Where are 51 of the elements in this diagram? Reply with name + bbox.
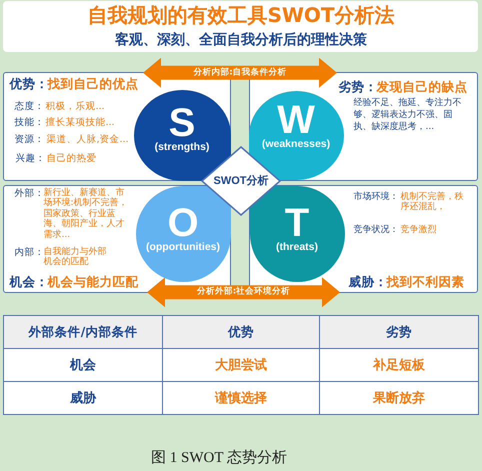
english-term: (opportunities) [146, 241, 220, 254]
field-value: 积极，乐观... [46, 100, 105, 112]
table-cell: 谨慎选择 [162, 381, 320, 415]
center-label: SWOT分析 [214, 174, 268, 188]
english-term: (threats) [276, 241, 318, 254]
initial-letter: S [168, 104, 196, 140]
edge-label: 分析内部:自我条件分析 [193, 67, 287, 78]
subtitle: 客观、深刻、全面自我分析后的理性决策 [115, 31, 367, 49]
title: 自我规划的有效工具SWOT分析法 [87, 3, 395, 27]
field-value: 擅长某项技能... [46, 116, 115, 128]
field-value: 竞争激烈 [400, 224, 436, 236]
heading-label: 优势： [10, 76, 48, 90]
header-cell: 外部条件/内部条件 [3, 315, 163, 349]
field-label: 外部： [14, 188, 44, 198]
heading-text: 机会与能力匹配 [48, 274, 138, 288]
quadrant-box [3, 185, 231, 293]
row-header-cell: 威胁 [3, 381, 163, 415]
initial-letter: T [284, 205, 310, 241]
header-cell: 优势 [162, 315, 320, 349]
field-label: 兴趣： [16, 152, 46, 164]
table-cell: 补足短板 [319, 348, 479, 382]
field-label: 态度： [14, 100, 44, 112]
heading-label: 机会： [10, 274, 48, 288]
field-value: 新行业、新赛道、市场环境:机制不完善，国家政策、行业蓝海、朝阳产业，人才需求... [44, 188, 129, 240]
edge-label: 分析外部:社会环境分析 [196, 286, 290, 298]
body-text: 经验不足、拖延、专注力不够、逻辑表达力不强、固执、缺深度思考，... [354, 96, 462, 133]
heading-label: 威胁： [348, 274, 388, 288]
heading-text: 找到自己的优点 [48, 76, 138, 90]
field-label: 内部： [14, 246, 44, 258]
field-value: 渠道、人脉,资金... [46, 134, 129, 145]
english-term: (strengths) [154, 140, 210, 154]
field-value: 自己的热爱 [46, 152, 96, 164]
initial-letter: O [167, 205, 199, 241]
field-value: 自我能力与外部机会的匹配 [44, 246, 108, 268]
english-term: (weaknesses) [262, 138, 330, 150]
heading-text: 发现自己的缺点 [376, 78, 468, 94]
heading-text: 找到不利因素 [386, 274, 464, 288]
double-arrow [147, 277, 340, 308]
initial-letter: W [277, 102, 315, 138]
table-cell: 果断放弃 [319, 381, 479, 415]
table-cell: 大胆尝试 [162, 348, 320, 382]
row-header-cell: 机会 [3, 348, 163, 382]
field-label: 技能： [14, 116, 44, 128]
field-value: 机制不完善，秩序还混乱， [400, 192, 464, 213]
double-arrow [143, 58, 337, 88]
header-cell: 劣势 [319, 315, 479, 349]
heading-label: 劣势： [338, 78, 378, 94]
field-label: 竞争状况： [354, 224, 398, 236]
field-label: 资源： [14, 134, 44, 145]
field-label: 市场环境： [354, 192, 398, 202]
figure-caption: 图 1 SWOT 态势分析 [151, 449, 287, 467]
